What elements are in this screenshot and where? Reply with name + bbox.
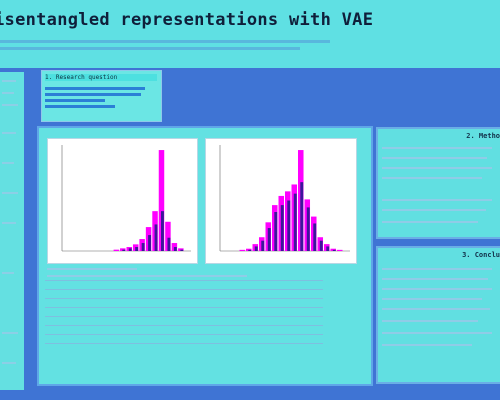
table-row: [45, 334, 323, 344]
histogram-bar: [313, 223, 317, 251]
table-row: [45, 289, 323, 299]
histogram-bar: [293, 193, 297, 251]
histogram-bar: [332, 249, 336, 251]
histogram-bar: [274, 212, 278, 251]
table-row: [45, 298, 323, 308]
histogram-bar: [173, 247, 177, 251]
caption-line: [47, 275, 247, 277]
table-row: [45, 280, 323, 290]
histogram-bar: [167, 237, 171, 251]
histogram-chart-2: [205, 138, 357, 264]
method-panel: 2. Metho: [376, 127, 500, 239]
table-row: [45, 343, 323, 352]
histogram-bar: [161, 211, 164, 251]
histogram-bar: [165, 221, 171, 251]
caption-line: [47, 268, 137, 270]
histogram-bar: [300, 182, 304, 251]
histogram-bar: [267, 228, 271, 251]
left-column: [0, 72, 24, 390]
poster-title: isentangled representations with VAE: [0, 10, 374, 30]
conclusion-panel: 3. Conclu: [376, 246, 500, 384]
results-table: [45, 280, 323, 352]
histogram-bar: [306, 207, 310, 251]
histogram-chart-1: [47, 138, 198, 264]
histogram-bar: [248, 249, 252, 251]
histogram-bar: [158, 150, 165, 251]
conclusion-heading: 3. Conclu: [462, 251, 500, 259]
table-row: [45, 325, 323, 335]
histogram-bar: [319, 240, 323, 251]
histogram-bar: [135, 247, 139, 251]
histogram-bar: [287, 200, 291, 251]
histogram-bar: [171, 243, 178, 251]
histogram-2-svg: [219, 145, 350, 252]
affiliation-line: [0, 47, 300, 50]
histogram-bar: [280, 205, 284, 251]
author-line: [0, 40, 330, 43]
table-row: [45, 307, 323, 317]
histogram-bar: [239, 249, 246, 251]
histogram-bar: [337, 249, 343, 251]
histogram-bar: [180, 249, 184, 251]
histogram-1-svg: [61, 145, 191, 252]
table-row: [45, 316, 323, 326]
histogram-bar: [141, 243, 145, 251]
histogram-bar: [128, 248, 132, 251]
histogram-bar: [148, 235, 152, 251]
histogram-bar: [113, 249, 120, 251]
method-heading: 2. Metho: [466, 132, 500, 140]
histogram-bar: [326, 246, 330, 251]
section-heading: 1. Research question: [45, 74, 157, 81]
histogram-bar: [254, 246, 258, 251]
histogram-bar: [261, 240, 265, 251]
histogram-bar: [154, 224, 158, 251]
histogram-bar: [122, 249, 126, 251]
research-question-section: 1. Research question: [41, 70, 162, 122]
